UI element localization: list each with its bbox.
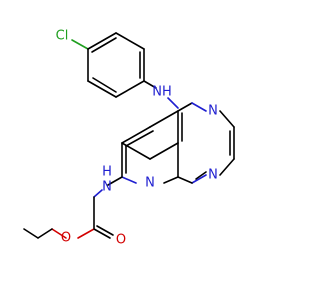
chlorine-atom: Cl: [56, 29, 69, 44]
carbamate-hydrogen: H: [102, 165, 112, 180]
ester-oxygen: O: [61, 231, 71, 246]
ring-nitrogen-bottom: N: [208, 168, 218, 183]
carbamate-group: [23, 176, 123, 239]
amine-linker: [143, 80, 179, 109]
atom-labels: Cl NH N N N H N O O: [56, 29, 218, 248]
chlorophenyl-ring: [71, 32, 145, 98]
pyridine-nitrogen: N: [145, 176, 155, 191]
amine-nh-atom: NH: [152, 85, 172, 100]
bicyclic-core: [121, 102, 235, 184]
molecule-structure: Cl NH N N N H N O O: [23, 29, 235, 248]
carbamate-nitrogen: N: [102, 180, 112, 195]
carbonyl-oxygen: O: [116, 233, 126, 248]
ring-nitrogen-top: N: [208, 104, 218, 119]
